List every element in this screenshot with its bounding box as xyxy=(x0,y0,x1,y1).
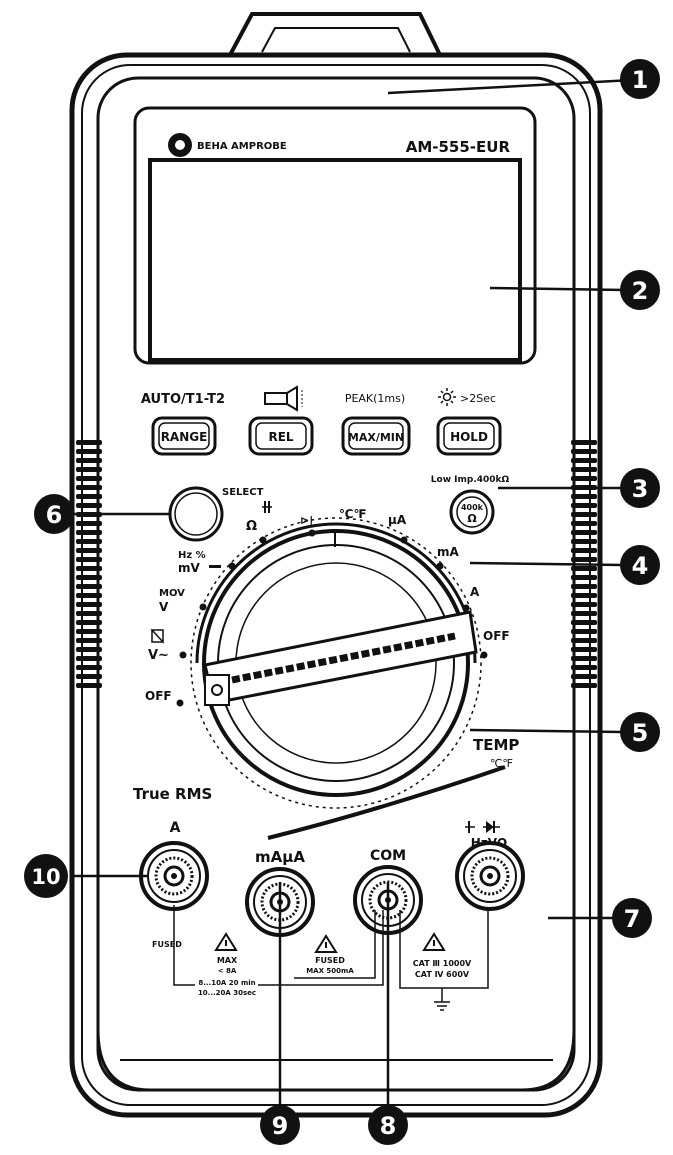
dial-label-mv: mV xyxy=(178,561,201,575)
jack-v[interactable] xyxy=(455,841,525,911)
dial-label-ua: µA xyxy=(388,513,407,527)
dial-label-off-left: OFF xyxy=(145,689,172,703)
jack-com-label: COM xyxy=(370,848,406,864)
svg-text:1: 1 xyxy=(632,66,649,94)
dial-label-mov: MOV xyxy=(159,588,185,599)
callout-4: 4 xyxy=(620,545,660,585)
true-rms-label: True RMS xyxy=(133,785,212,803)
low-imp-caption: Low Imp.400kΩ xyxy=(431,475,510,485)
hold-caption: >2Sec xyxy=(460,392,496,405)
dial-label-vac: V∼ xyxy=(148,648,169,663)
callout-3: 3 xyxy=(620,468,660,508)
temp-arc xyxy=(267,765,506,840)
svg-text:5: 5 xyxy=(632,719,649,747)
low-pass-icon xyxy=(150,629,164,644)
temp-label: TEMP xyxy=(473,736,519,754)
dial-label-a: A xyxy=(470,585,480,599)
callout-7: 7 xyxy=(612,898,652,938)
jack-connector-lines xyxy=(173,905,489,1011)
svg-text:7: 7 xyxy=(624,905,641,933)
callout-10: 10 xyxy=(24,854,68,898)
svg-text:3: 3 xyxy=(632,475,649,503)
fused-ma-line1: FUSED xyxy=(315,956,345,965)
range-button-label: RANGE xyxy=(161,430,208,444)
warning-icon-v xyxy=(422,932,446,951)
dial-label-off-right: OFF xyxy=(483,629,510,643)
range-caption: AUTO/T1-T2 xyxy=(141,392,225,407)
hold-button-label: HOLD xyxy=(450,430,488,444)
top-hanger xyxy=(228,12,442,56)
maxmin-caption: PEAK(1ms) xyxy=(345,392,405,405)
fused-a-label: FUSED xyxy=(152,940,182,949)
maxmin-button-label: MAX/MIN xyxy=(348,431,404,444)
svg-text:2: 2 xyxy=(632,277,649,305)
callout-1: 1 xyxy=(620,59,660,99)
temp-units: ℃℉ xyxy=(490,757,513,770)
select-label: SELECT xyxy=(222,487,264,498)
dc-symbol-icon xyxy=(209,565,221,568)
cap-icon xyxy=(262,501,272,513)
cat-line2: CAT Ⅳ 600V xyxy=(415,970,470,979)
svg-text:6: 6 xyxy=(46,501,63,529)
rotary-dial[interactable] xyxy=(190,517,482,809)
model-number: AM-555-EUR xyxy=(406,138,511,156)
callout-2: 2 xyxy=(620,270,660,310)
dial-label-ohm: Ω xyxy=(246,519,257,534)
dial-knob-handle[interactable] xyxy=(203,610,478,706)
dial-label-diode: ⊳| xyxy=(300,514,313,527)
svg-text:8: 8 xyxy=(380,1112,397,1140)
low-imp-label-bottom: Ω xyxy=(467,512,477,525)
hold-button[interactable]: HOLD xyxy=(436,416,502,456)
callout-leaders xyxy=(72,78,634,1107)
jack-ma-label: mAµA xyxy=(255,848,305,866)
rel-button[interactable]: REL xyxy=(248,416,314,456)
jack-a[interactable] xyxy=(139,841,209,911)
warning-icon-ma xyxy=(314,934,338,953)
svg-text:4: 4 xyxy=(632,552,649,580)
rel-button-label: REL xyxy=(268,430,293,444)
maxmin-button[interactable]: MAX/MIN xyxy=(341,416,411,456)
max-a-line2: < 8A xyxy=(218,967,237,975)
callout-8: 8 xyxy=(368,1105,408,1145)
dial-position-dots xyxy=(176,529,488,707)
brand-name: BEHA AMPROBE xyxy=(197,141,287,152)
svg-text:9: 9 xyxy=(272,1112,289,1140)
cat-line1: CAT Ⅲ 1000V xyxy=(413,959,472,968)
low-imp-button[interactable]: 400k Ω xyxy=(449,489,495,535)
dial-label-ma: mA xyxy=(437,545,460,559)
jack-a-label: A xyxy=(170,820,181,836)
case-base xyxy=(96,1029,576,1092)
callout-6: 6 xyxy=(34,494,74,534)
range-button[interactable]: RANGE xyxy=(151,416,217,456)
left-side-grip xyxy=(76,440,102,688)
flashlight-icon xyxy=(264,385,303,412)
fused-ma-line2: MAX 500mA xyxy=(306,967,354,975)
max-a-line3: 8...10A 20 min xyxy=(198,979,255,987)
display-area: BEHA AMPROBE AM-555-EUR xyxy=(133,106,537,365)
dial-label-hz: Hz % xyxy=(178,550,206,561)
backlight-icon xyxy=(438,388,456,406)
low-imp-label-top: 400k xyxy=(461,503,484,512)
select-button[interactable] xyxy=(168,486,224,542)
warning-icon-a xyxy=(214,932,238,951)
max-a-line4: 10...20A 30sec xyxy=(198,989,256,997)
brand-logo-icon xyxy=(168,133,192,157)
callout-9: 9 xyxy=(260,1105,300,1145)
svg-text:10: 10 xyxy=(31,865,60,889)
right-side-grip xyxy=(571,440,597,688)
dial-label-vdc: V xyxy=(159,600,169,614)
max-a-line1: MAX xyxy=(217,956,238,965)
dial-label-temp: ℃℉ xyxy=(339,507,367,521)
jack-v-symbols-icon xyxy=(465,821,500,833)
callout-5: 5 xyxy=(620,712,660,752)
